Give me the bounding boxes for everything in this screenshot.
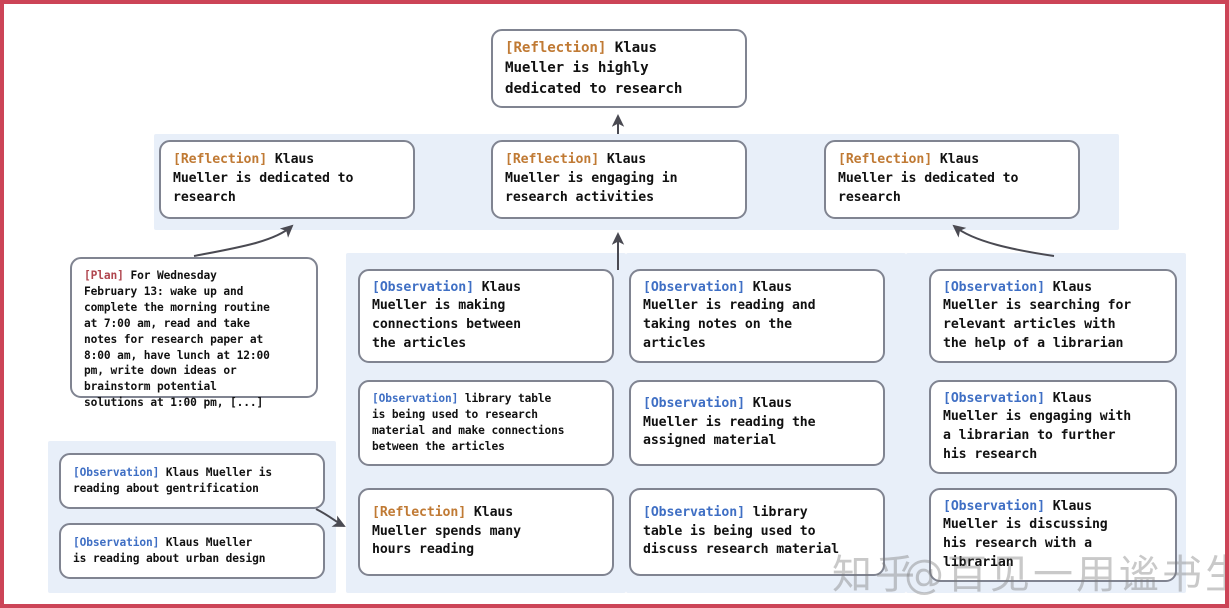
- tag-plan: [Plan]: [84, 269, 124, 282]
- node-text: Klaus Mueller is discussing his research…: [943, 498, 1108, 570]
- tag-observation: [Observation]: [643, 395, 745, 411]
- tag-reflection: [Reflection]: [505, 152, 600, 168]
- tag-reflection: [Reflection]: [505, 40, 607, 57]
- node-top-reflection[interactable]: [Reflection] Klaus Mueller is highly ded…: [491, 29, 747, 108]
- tag-observation: [Observation]: [73, 466, 160, 480]
- node-text: Klaus Mueller is reading about gentrific…: [73, 466, 273, 495]
- node-text: Klaus Mueller is highly dedicated to res…: [505, 40, 683, 97]
- node-col1-observation-1[interactable]: [Observation] Klaus Mueller is making co…: [358, 269, 614, 363]
- tag-observation: [Observation]: [943, 390, 1045, 406]
- node-col1-reflection[interactable]: [Reflection] Klaus Mueller spends many h…: [358, 488, 614, 576]
- node-text: Klaus Mueller is reading and taking note…: [643, 279, 816, 351]
- node-text: library table is being used to research …: [372, 392, 565, 453]
- node-col2-observation-1[interactable]: [Observation] Klaus Mueller is reading a…: [629, 269, 885, 363]
- node-left-observation-1[interactable]: [Observation] Klaus Mueller is reading a…: [59, 453, 325, 509]
- tag-reflection: [Reflection]: [372, 504, 467, 520]
- node-col2-observation-2[interactable]: [Observation] Klaus Mueller is reading t…: [629, 380, 885, 466]
- node-col3-observation-3[interactable]: [Observation] Klaus Mueller is discussin…: [929, 488, 1177, 582]
- tag-reflection: [Reflection]: [173, 152, 268, 168]
- node-text: Klaus Mueller is reading about urban des…: [73, 536, 266, 565]
- node-plan[interactable]: [Plan] For Wednesday February 13: wake u…: [70, 257, 318, 409]
- node-text: Klaus Mueller is searching for relevant …: [943, 279, 1132, 351]
- node-text: Klaus Mueller is dedicated to research: [173, 152, 354, 205]
- node-text: Klaus Mueller is reading the assigned ma…: [643, 395, 816, 449]
- node-text: For Wednesday February 13: wake up and c…: [84, 269, 270, 410]
- tag-observation: [Observation]: [372, 392, 459, 406]
- node-text: Klaus Mueller is dedicated to research: [838, 152, 1019, 205]
- node-text: Klaus Mueller is making connections betw…: [372, 279, 521, 351]
- node-col3-observation-2[interactable]: [Observation] Klaus Mueller is engaging …: [929, 380, 1177, 474]
- node-text: library table is being used to discuss r…: [643, 504, 839, 558]
- tag-observation: [Observation]: [73, 536, 160, 550]
- node-text: Klaus Mueller is engaging with a librari…: [943, 390, 1132, 462]
- node-mid-reflection-3[interactable]: [Reflection] Klaus Mueller is dedicated …: [824, 140, 1080, 219]
- node-col2-observation-3[interactable]: [Observation] library table is being use…: [629, 488, 885, 576]
- tag-observation: [Observation]: [943, 279, 1045, 295]
- tag-observation: [Observation]: [372, 279, 474, 295]
- node-left-observation-2[interactable]: [Observation] Klaus Mueller is reading a…: [59, 523, 325, 579]
- node-col1-observation-2[interactable]: [Observation] library table is being use…: [358, 380, 614, 466]
- node-text: Klaus Mueller spends many hours reading: [372, 504, 521, 558]
- node-col3-observation-1[interactable]: [Observation] Klaus Mueller is searching…: [929, 269, 1177, 363]
- tag-reflection: [Reflection]: [838, 152, 933, 168]
- node-mid-reflection-2[interactable]: [Reflection] Klaus Mueller is engaging i…: [491, 140, 747, 219]
- tag-observation: [Observation]: [943, 498, 1045, 514]
- tag-observation: [Observation]: [643, 504, 745, 520]
- node-mid-reflection-1[interactable]: [Reflection] Klaus Mueller is dedicated …: [159, 140, 415, 219]
- node-text: Klaus Mueller is engaging in research ac…: [505, 152, 678, 205]
- tag-observation: [Observation]: [643, 279, 745, 295]
